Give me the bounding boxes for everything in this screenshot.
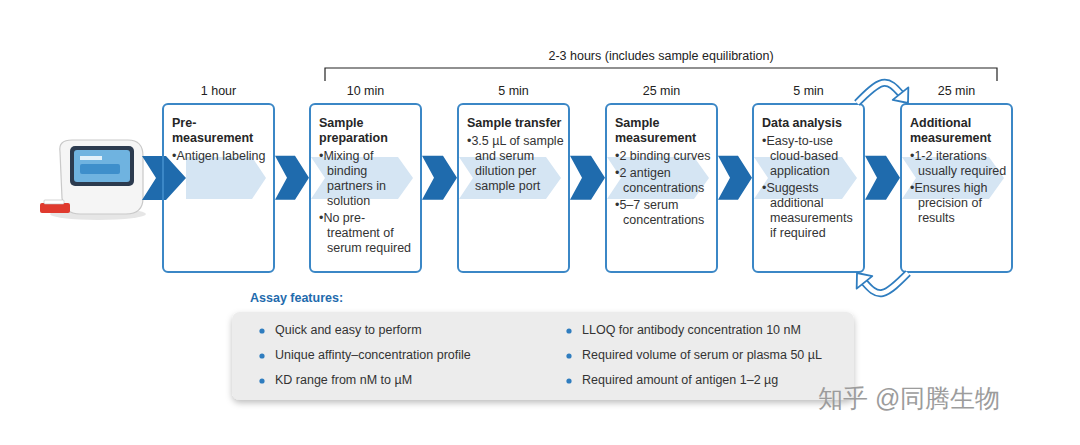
duration-label: 5 min [457,84,570,99]
process-box: Data analysis •Easy-to-use cloud-based ap… [752,103,865,273]
duration-note: 2-3 hours (includes sample equilibration… [461,49,861,64]
duration-label: 1 hour [162,84,275,99]
duration-bracket [325,68,997,81]
loop-fill [864,273,908,293]
features-panel [232,312,854,400]
duration-label: 5 min [752,84,865,99]
step-heading: Data analysis [762,116,859,131]
step-heading: Pre- measurement [172,116,269,146]
step-heading: Sample measurement [615,116,712,146]
arrow-head [893,87,909,103]
chevron-shape [865,156,900,200]
loop-fill [857,83,901,103]
process-box: Sample preparation•Mixing of binding par… [309,103,422,273]
step-heading: Sample preparation [319,116,416,146]
step-bullet: •2 binding curves [615,149,712,164]
chevron-arrow [570,156,605,200]
duration-label: 10 min [309,84,422,99]
chevron-shape [275,156,309,200]
feature-item: Required volume of serum or plasma 50 µL [582,348,822,363]
chevron-arrow [422,156,457,200]
step-bullet: •2 antigen concentrations [615,166,712,196]
loop-outline [857,83,901,103]
step-bullet: •Suggests additional measurements if req… [762,181,859,241]
feature-item: LLOQ for antibody concentration 10 nM [582,323,801,338]
step-bullet: •1-2 iterations usually required [910,149,1007,179]
panel-heading: Assay features: [250,291,343,306]
feature-item: KD range from nM to µM [275,373,412,388]
process-box: Sample measurement •2 binding curves •2 an… [605,103,718,273]
feature-item: Required amount of antigen 1–2 µg [582,373,778,388]
loop-outline [864,273,908,293]
step-heading: Additional measurement [910,116,1007,146]
step-bullet: •No pre- treatment of serum required [319,211,416,256]
device-illustration [40,140,146,220]
chevron-shape [718,156,752,200]
step-heading: Sample transfer [467,116,564,131]
chevron-arrow [865,156,900,200]
chevron-shape [570,156,605,200]
step-bullet: •3.5 µL of sample and serum dilution per… [467,134,564,194]
step-bullet: •Mixing of binding partners in solution [319,149,416,209]
feature-item: Unique affinty–concentration profile [275,348,471,363]
step-bullet: •5–7 serum concentrations [615,198,712,228]
process-box: Pre- measurement •Antigen labeling [162,103,275,273]
arrow-head [857,273,873,289]
chevron-arrow [718,156,752,200]
feature-item: Quick and easy to perform [275,323,422,338]
step-bullet: •Ensures high precision of results [910,181,1007,226]
process-box: Sample transfer •3.5 µL of sample and ser… [457,103,570,273]
step-bullet: •Easy-to-use cloud-based application [762,134,859,179]
duration-label: 25 min [900,84,1013,99]
chevron-arrow [275,156,309,200]
watermark: 知乎 @同腾生物 [818,384,1000,413]
loop-arrow [857,83,908,103]
process-box: Additional measurement•1-2 iterations us… [900,103,1013,273]
loop-arrow [857,273,908,293]
duration-label: 25 min [605,84,718,99]
step-bullet: •Antigen labeling [172,149,269,164]
chevron-shape [422,156,457,200]
